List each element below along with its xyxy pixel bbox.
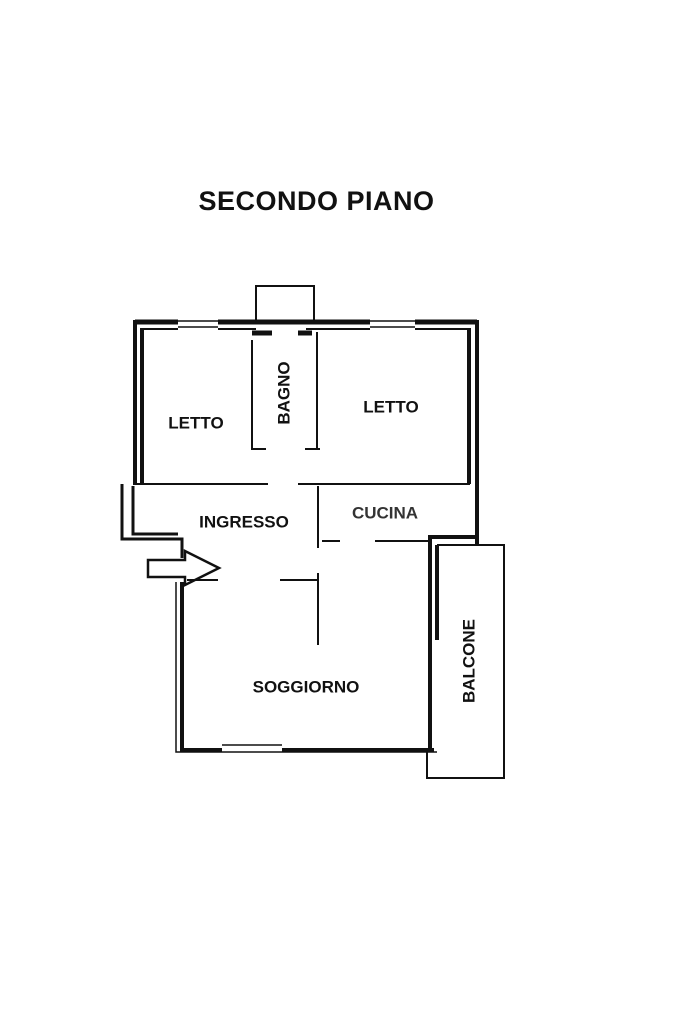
ingresso-wall [120,484,184,558]
shaft-outline [255,285,315,322]
room-label-balcone: BALCONE [459,619,478,703]
room-label-bagno: BAGNO [274,361,293,424]
bagno-walls [251,330,320,450]
floor-title: SECONDO PIANO [198,186,435,216]
living-right-wall [428,535,479,750]
room-label-letto-left: LETTO [168,413,223,432]
living-walls [175,573,437,753]
room-label-cucina: CUCINA [352,503,418,522]
room-label-letto-right: LETTO [363,397,418,416]
balcone-outline [426,544,505,779]
room-label-soggiorno: SOGGIORNO [253,677,360,696]
left-wall [133,320,144,484]
room-label-ingresso: INGRESSO [199,512,289,531]
partitions-upper [133,483,470,548]
top-wall [135,319,477,330]
right-wall [467,320,479,545]
entrance-arrow-icon [146,548,222,588]
